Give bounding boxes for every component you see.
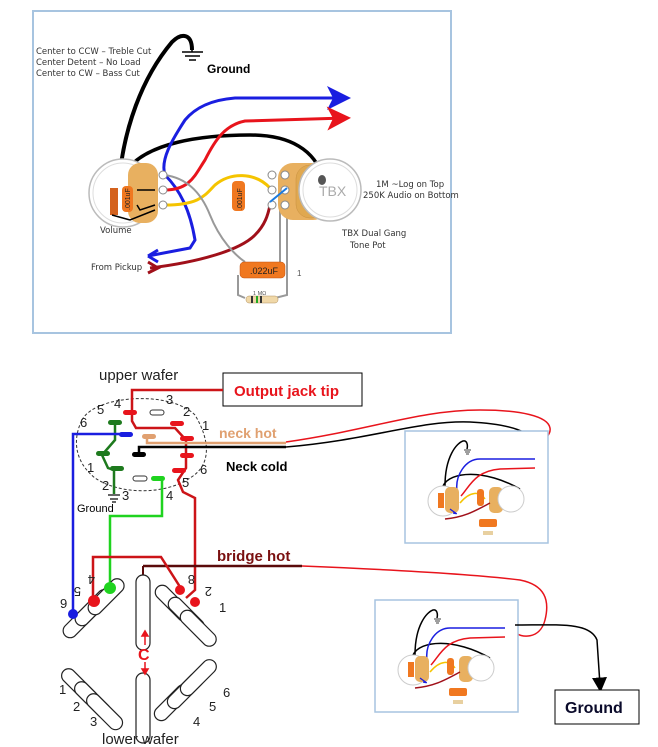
blue-switch-wire bbox=[71, 432, 130, 612]
bridge-tone-circuit-thumbnail bbox=[374, 599, 519, 713]
upper-pin-1-right: 1 bbox=[202, 418, 209, 433]
lower-pin-3-bottom: 3 bbox=[90, 714, 97, 729]
pickup-hot-wire bbox=[149, 204, 272, 270]
upper-green-lugs bbox=[96, 420, 124, 471]
tone-pot-line-1: TBX Dual Gang bbox=[341, 229, 406, 239]
lower-pin-2-bottom: 2 bbox=[73, 699, 80, 714]
upper-pin-4-left: 4 bbox=[114, 396, 121, 411]
lower-pin-6-bottom: 6 bbox=[223, 685, 230, 700]
upper-empty-lug-top bbox=[149, 409, 165, 416]
tbx-pot: TBX bbox=[267, 158, 362, 222]
gray-wire-d bbox=[237, 275, 246, 299]
tbx-label: TBX bbox=[319, 183, 347, 199]
resistor bbox=[245, 295, 279, 304]
center-arrow-icon bbox=[140, 629, 150, 676]
lower-red-jumper bbox=[91, 555, 184, 600]
taper-line-2: 250K Audio on Bottom bbox=[363, 191, 459, 201]
tone-cap-label: .022uF bbox=[250, 266, 279, 276]
upper-pin-5-right: 5 bbox=[182, 475, 189, 490]
gray-wire-a bbox=[164, 174, 246, 263]
volume-label: Volume bbox=[100, 226, 132, 236]
lower-pin-1-bottom: 1 bbox=[59, 682, 66, 697]
yellow-wire bbox=[164, 174, 272, 207]
pickup-fork-icon bbox=[147, 260, 162, 275]
lower-wafer-label: lower wafer bbox=[102, 731, 179, 747]
upper-blue-lug bbox=[119, 432, 133, 437]
lower-pin-4: 4 bbox=[88, 572, 95, 587]
upper-black-lug bbox=[132, 452, 146, 457]
lower-common-top bbox=[135, 574, 151, 651]
note-bass-cut: Center to CW – Bass Cut bbox=[36, 69, 140, 79]
middle-cap-label: .001uF bbox=[237, 188, 244, 210]
lower-pin-8: 8 bbox=[188, 572, 195, 587]
tone-cap bbox=[239, 261, 286, 279]
switch-ground-symbol-icon bbox=[108, 494, 120, 503]
switch-diagram: upper wafer Output jack tip 4 5 6 1 2 3 … bbox=[59, 367, 640, 747]
tone-pot-line-2: Tone Pot bbox=[349, 241, 386, 251]
lower-common-bottom bbox=[135, 672, 151, 744]
upper-pin-2-right: 2 bbox=[183, 404, 190, 419]
upper-pin-5-left: 5 bbox=[97, 402, 104, 417]
bridge-hot-label: bridge hot bbox=[217, 548, 290, 565]
lower-pin-1: 1 bbox=[219, 600, 226, 615]
lower-red-dot-right bbox=[190, 597, 200, 607]
lower-wafer bbox=[61, 574, 217, 744]
lower-green-dot bbox=[104, 582, 116, 594]
volume-cap-label: .001uF bbox=[125, 188, 132, 210]
black-arch-wire bbox=[120, 133, 325, 179]
lower-red-dot-left bbox=[88, 595, 100, 607]
neck-cold-label: Neck cold bbox=[226, 459, 287, 474]
tone-circuit-diagram: Center to CCW – Treble Cut Center Detent… bbox=[32, 10, 459, 334]
volume-pot: .001uF bbox=[88, 158, 168, 228]
volume-cap-body bbox=[110, 188, 118, 215]
upper-pin-3-right: 3 bbox=[166, 392, 173, 407]
neck-cold-lead bbox=[137, 445, 286, 452]
green-switch-wire bbox=[108, 476, 164, 585]
ground-output-wire bbox=[514, 624, 607, 693]
lower-pin-2: 2 bbox=[205, 584, 212, 599]
blue-output-wire bbox=[162, 86, 351, 176]
upper-wafer-outline bbox=[75, 398, 207, 492]
lower-blue-dot bbox=[68, 609, 78, 619]
upper-wafer-label: upper wafer bbox=[99, 367, 178, 384]
neck-tone-circuit-thumbnail bbox=[404, 430, 549, 544]
stray-mark: 1 bbox=[297, 269, 302, 278]
upper-pin-6-left: 6 bbox=[80, 415, 87, 430]
ground-box bbox=[554, 689, 640, 725]
upper-pin-4-right: 4 bbox=[166, 488, 173, 503]
bridge-hot-wire bbox=[301, 565, 548, 637]
gray-wire-c bbox=[274, 205, 288, 299]
switch-ground-label: Ground bbox=[77, 503, 114, 515]
lower-red-dot-mid bbox=[175, 585, 185, 595]
resistor-label: 1 MΩ bbox=[253, 291, 266, 297]
lower-pin-9: 9 bbox=[60, 596, 67, 611]
center-label: C bbox=[138, 647, 150, 664]
neck-hot-lead bbox=[145, 437, 205, 445]
upper-tan-lug bbox=[142, 434, 156, 439]
taper-line-1: 1M ~Log on Top bbox=[376, 180, 444, 190]
output-jack-box bbox=[222, 372, 363, 407]
upper-empty-lug-bottom bbox=[132, 475, 148, 482]
upper-pin-2-left: 2 bbox=[102, 478, 109, 493]
upper-red-lugs bbox=[123, 410, 194, 473]
upper-pin-3-left: 3 bbox=[122, 488, 129, 503]
neck-hot-label: neck hot bbox=[219, 425, 277, 441]
middle-cap bbox=[232, 181, 245, 211]
from-pickup-label: From Pickup bbox=[91, 263, 142, 273]
red-output-wire bbox=[164, 106, 351, 192]
output-jack-label: Output jack tip bbox=[234, 383, 339, 400]
ground-label: Ground bbox=[207, 62, 250, 76]
ground-wire bbox=[118, 33, 194, 173]
ground-symbol-icon bbox=[182, 50, 203, 61]
blue-pickup-wire bbox=[147, 173, 197, 264]
lower-pin-5-bottom: 5 bbox=[209, 699, 216, 714]
note-no-load: Center Detent – No Load bbox=[36, 58, 141, 68]
ground-box-label: Ground bbox=[565, 700, 623, 717]
lower-pin-5: 5 bbox=[74, 584, 81, 599]
upper-green-bright-lug bbox=[151, 476, 165, 481]
upper-pin-1-left: 1 bbox=[87, 460, 94, 475]
note-treble-cut: Center to CCW – Treble Cut bbox=[36, 47, 152, 57]
upper-pin-6-right: 6 bbox=[200, 462, 207, 477]
lower-pin-4-bottom: 4 bbox=[193, 714, 200, 729]
